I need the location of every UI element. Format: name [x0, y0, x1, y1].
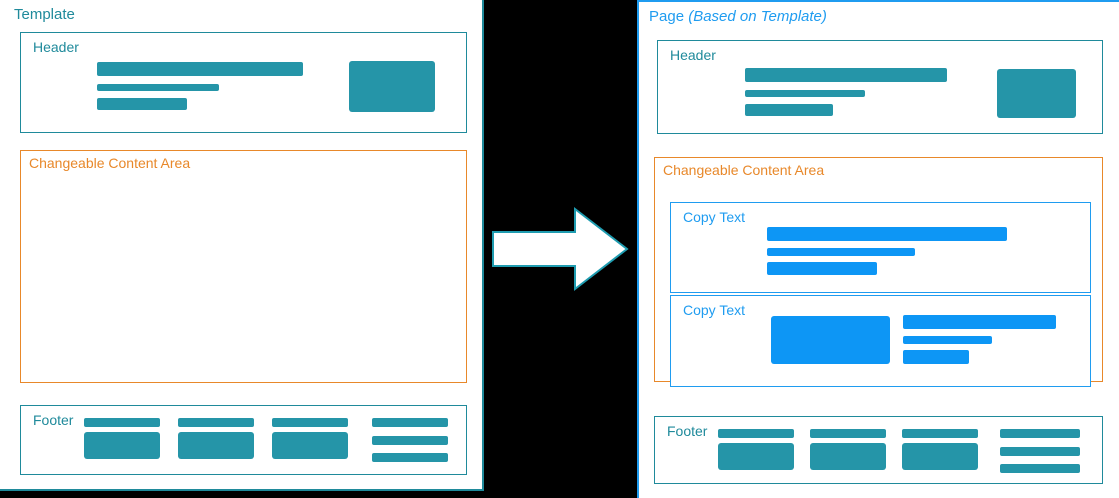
copy-text-label: Copy Text — [678, 300, 750, 320]
header-image-placeholder — [997, 69, 1076, 118]
footer-block — [84, 432, 160, 459]
footer-heading-bar — [718, 429, 794, 438]
page-footer-card: Footer — [654, 416, 1103, 484]
template-panel: Template Header Changeable Content Area … — [0, 0, 484, 491]
footer-line-3 — [372, 453, 448, 462]
page-header-card: Header — [657, 40, 1103, 134]
footer-line-2 — [1000, 447, 1080, 456]
copy-bar-long — [767, 227, 1007, 241]
page-panel: Page (Based on Template) Header Changeab… — [637, 0, 1119, 498]
footer-heading-bar — [902, 429, 978, 438]
header-bar-short — [745, 104, 833, 116]
copy-bar-medium — [903, 336, 992, 344]
page-header-label: Header — [665, 45, 721, 65]
template-content-area: Changeable Content Area — [20, 150, 467, 383]
footer-block — [718, 443, 794, 470]
transform-arrow — [490, 206, 630, 292]
template-content-area-label: Changeable Content Area — [27, 153, 195, 173]
page-panel-title-italic: (Based on Template) — [688, 8, 827, 25]
header-bar-short — [97, 98, 187, 110]
header-image-placeholder — [349, 61, 435, 112]
template-header-card: Header — [20, 32, 467, 133]
footer-heading-bar — [84, 418, 160, 427]
footer-heading-bar — [272, 418, 348, 427]
header-bar-medium — [745, 90, 865, 97]
header-bar-long — [745, 68, 947, 82]
footer-block — [810, 443, 886, 470]
header-bar-long — [97, 62, 303, 76]
copy-text-card-1: Copy Text — [670, 202, 1091, 293]
page-panel-title: Page (Based on Template) — [649, 8, 827, 26]
footer-line-3 — [1000, 464, 1080, 473]
copy-image-placeholder — [771, 316, 890, 364]
footer-line-1 — [1000, 429, 1080, 438]
copy-bar-medium — [767, 248, 915, 256]
template-footer-label: Footer — [28, 410, 79, 430]
page-content-area-label: Changeable Content Area — [661, 160, 829, 180]
footer-block — [272, 432, 348, 459]
copy-text-card-2: Copy Text — [670, 295, 1091, 387]
footer-line-1 — [372, 418, 448, 427]
footer-block — [178, 432, 254, 459]
copy-bar-short — [903, 350, 969, 364]
copy-bar-long — [903, 315, 1056, 329]
footer-heading-bar — [810, 429, 886, 438]
copy-text-label: Copy Text — [678, 207, 750, 227]
template-footer-card: Footer — [20, 405, 467, 475]
footer-line-2 — [372, 436, 448, 445]
page-footer-label: Footer — [662, 421, 713, 441]
page-panel-title-main: Page — [649, 8, 689, 25]
header-bar-medium — [97, 84, 219, 91]
copy-bar-short — [767, 262, 877, 275]
template-panel-title: Template — [14, 6, 75, 23]
footer-heading-bar — [178, 418, 254, 427]
footer-block — [902, 443, 978, 470]
template-header-label: Header — [28, 37, 84, 57]
